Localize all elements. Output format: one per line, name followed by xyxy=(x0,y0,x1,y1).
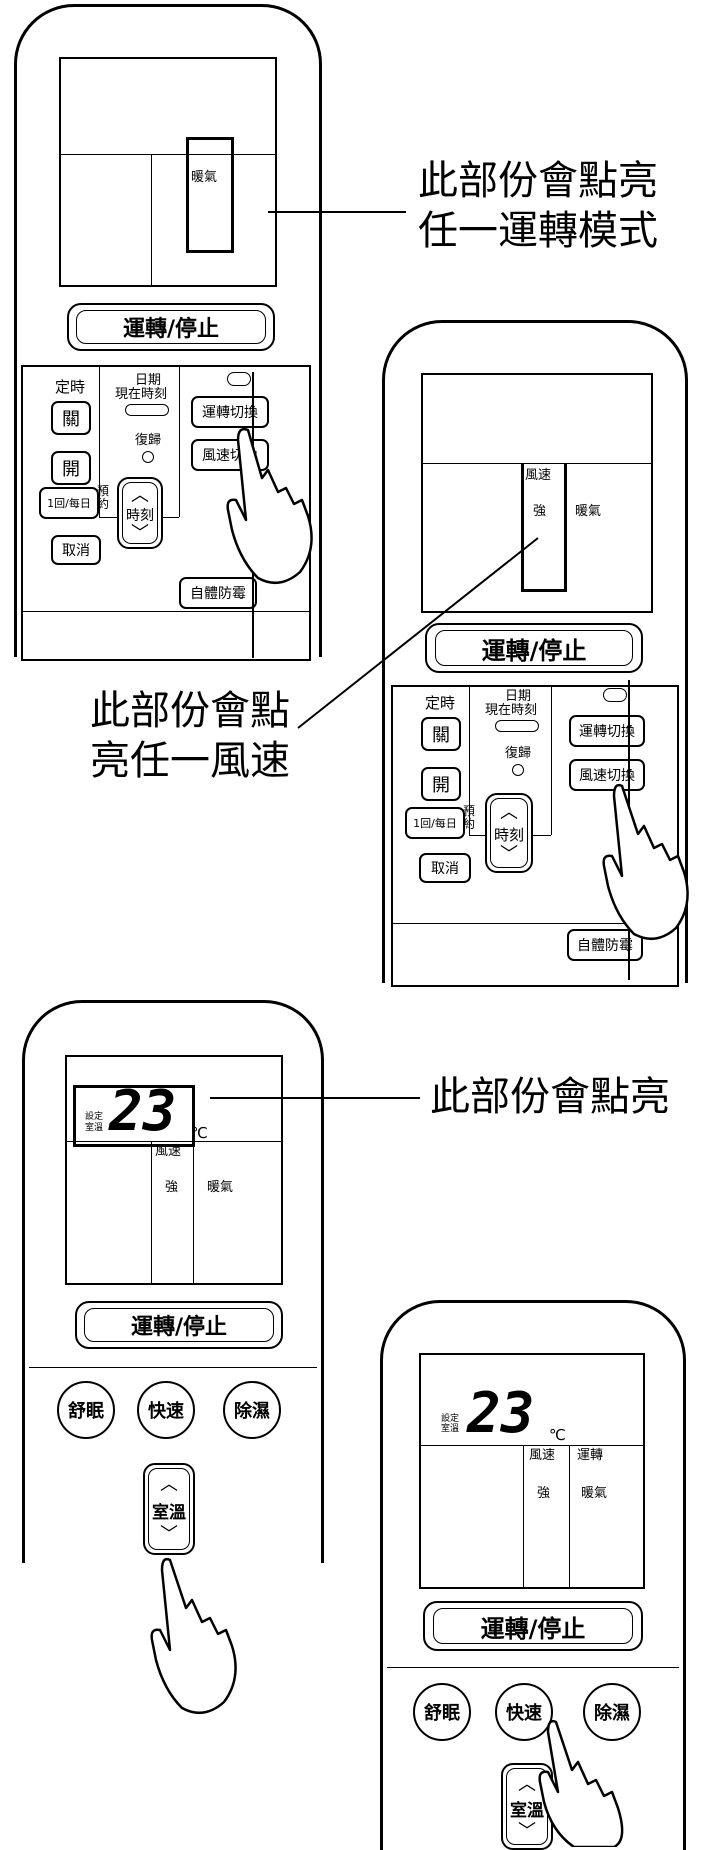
chevron-up-icon: ︿ xyxy=(518,1774,536,1795)
mode-indicator-box xyxy=(186,137,234,253)
reserve-label: 預約 xyxy=(463,804,476,832)
off-button[interactable]: 關 xyxy=(51,401,91,435)
dehumid-button[interactable]: 除濕 xyxy=(583,1683,641,1741)
mode-switch-button[interactable]: 運轉切換 xyxy=(191,396,269,428)
reset-hole xyxy=(142,451,154,463)
callout-2-line-1: 此部份會點 xyxy=(90,688,290,734)
callout-1-line-2: 任一運轉模式 xyxy=(418,208,658,254)
on-button[interactable]: 開 xyxy=(51,451,91,485)
time-button[interactable]: ︿ 時刻 ﹀ xyxy=(485,793,533,873)
reset-label: 復歸 xyxy=(135,433,162,448)
fan-label: 風速 xyxy=(525,468,552,483)
set-label: 設定 xyxy=(85,1112,104,1122)
temperature-unit: ℃ xyxy=(549,1426,566,1444)
chevron-up-icon: ︿ xyxy=(131,485,149,506)
callout-3-line-1: 此部份會點亮 xyxy=(430,1074,670,1120)
side-cover xyxy=(252,372,296,658)
temperature-indicator-box xyxy=(73,1085,195,1147)
cancel-button[interactable]: 取消 xyxy=(51,535,101,565)
side-cover xyxy=(628,680,670,980)
mode-label: 暖氣 xyxy=(207,1180,234,1195)
timer-label: 定時 xyxy=(55,378,86,396)
date-slot xyxy=(495,720,539,732)
temperature-value: 23 xyxy=(467,1381,535,1446)
fan-value: 強 xyxy=(165,1180,179,1195)
chevron-down-icon: ﹀ xyxy=(500,844,518,865)
date-label: 日期 xyxy=(135,373,162,388)
remote-1: 暖氣 運轉/停止 定時 關 開 日期 現在時刻 復歸 運轉切換 風速切換 1回/… xyxy=(14,4,322,661)
daily-button[interactable]: 1回/每日 xyxy=(405,807,465,839)
indicator-led xyxy=(603,688,627,702)
temperature-value: 23 xyxy=(109,1079,177,1144)
fast-button[interactable]: 快速 xyxy=(137,1381,195,1439)
pointing-hand-icon xyxy=(150,1557,237,1715)
divider-line xyxy=(387,1667,679,1668)
chevron-up-icon: ︿ xyxy=(500,802,518,823)
indicator-led xyxy=(227,372,251,386)
sleep-button[interactable]: 舒眠 xyxy=(57,1381,115,1439)
temperature-unit: ℃ xyxy=(191,1124,208,1142)
fast-button[interactable]: 快速 xyxy=(495,1683,553,1741)
fan-label: 風速 xyxy=(155,1144,182,1159)
set-label: 設定 xyxy=(441,1414,460,1424)
date-slot xyxy=(125,404,169,416)
self-clean-button[interactable]: 自體防霉 xyxy=(179,577,257,609)
power-button[interactable]: 運轉/停止 xyxy=(67,303,275,351)
cancel-button[interactable]: 取消 xyxy=(419,853,471,883)
room-label: 室溫 xyxy=(85,1123,104,1133)
callout-1: 此部份會點亮 任一運轉模式 xyxy=(418,156,658,256)
fan-value: 強 xyxy=(537,1486,551,1501)
callout-1-line-1: 此部份會點亮 xyxy=(418,158,658,204)
callout-3: 此部份會點亮 xyxy=(430,1072,670,1122)
remote-3: 設定 室溫 23 ℃ 風速 強 暖氣 運轉/停止 舒眠 快速 除濕 ︿ 室溫 ﹀ xyxy=(22,1000,324,1563)
lcd-screen: 設定 室溫 23 ℃ 風速 運轉 強 暖氣 xyxy=(419,1353,645,1589)
lcd-screen: 設定 室溫 23 ℃ 風速 強 暖氣 xyxy=(65,1055,283,1285)
daily-button[interactable]: 1回/每日 xyxy=(39,487,99,519)
mode-label: 暖氣 xyxy=(581,1486,608,1501)
reset-hole xyxy=(512,764,524,776)
power-button[interactable]: 運轉/停止 xyxy=(75,1301,283,1349)
clock-label: 現在時刻 xyxy=(485,703,538,718)
mode-label: 暖氣 xyxy=(575,504,602,519)
chevron-up-icon: ︿ xyxy=(160,1474,178,1495)
time-label: 時刻 xyxy=(126,508,154,524)
remote-4: 設定 室溫 23 ℃ 風速 運轉 強 暖氣 運轉/停止 舒眠 快速 除濕 ︿ 室… xyxy=(380,1300,686,1850)
sleep-button[interactable]: 舒眠 xyxy=(413,1683,471,1741)
clock-label: 現在時刻 xyxy=(115,387,168,402)
on-button[interactable]: 開 xyxy=(421,767,461,801)
room-temp-button[interactable]: ︿ 室溫 ﹀ xyxy=(143,1463,195,1555)
callout-2: 此部份會點 亮任一風速 xyxy=(90,686,290,786)
callout-2-line-2: 亮任一風速 xyxy=(90,738,290,784)
dehumid-button[interactable]: 除濕 xyxy=(223,1381,281,1439)
time-button[interactable]: ︿ 時刻 ﹀ xyxy=(117,477,163,549)
room-temp-button[interactable]: ︿ 室溫 ﹀ xyxy=(501,1763,553,1850)
reset-label: 復歸 xyxy=(505,746,532,761)
reserve-label: 預約 xyxy=(97,484,110,512)
divider-line xyxy=(29,1367,317,1368)
room-temp-label: 室溫 xyxy=(152,1502,186,1523)
mode-switch-button[interactable]: 運轉切換 xyxy=(569,715,645,747)
lcd-screen: 暖氣 xyxy=(59,57,277,287)
fan-indicator-box xyxy=(521,463,567,592)
mode-label: 暖氣 xyxy=(191,170,218,185)
chevron-down-icon: ﹀ xyxy=(518,1821,536,1842)
fan-value: 強 xyxy=(533,504,547,519)
room-label: 室溫 xyxy=(441,1424,460,1434)
lcd-screen: 風速 強 暖氣 xyxy=(421,373,653,613)
power-button[interactable]: 運轉/停止 xyxy=(425,623,643,673)
chevron-down-icon: ﹀ xyxy=(131,523,149,544)
time-label: 時刻 xyxy=(493,825,524,844)
chevron-down-icon: ﹀ xyxy=(160,1524,178,1545)
fan-label: 風速 xyxy=(529,1448,556,1463)
run-label: 運轉 xyxy=(577,1448,604,1463)
timer-label: 定時 xyxy=(425,694,456,712)
room-temp-label: 室溫 xyxy=(510,1801,544,1821)
power-button[interactable]: 運轉/停止 xyxy=(423,1601,643,1651)
off-button[interactable]: 關 xyxy=(421,717,461,751)
